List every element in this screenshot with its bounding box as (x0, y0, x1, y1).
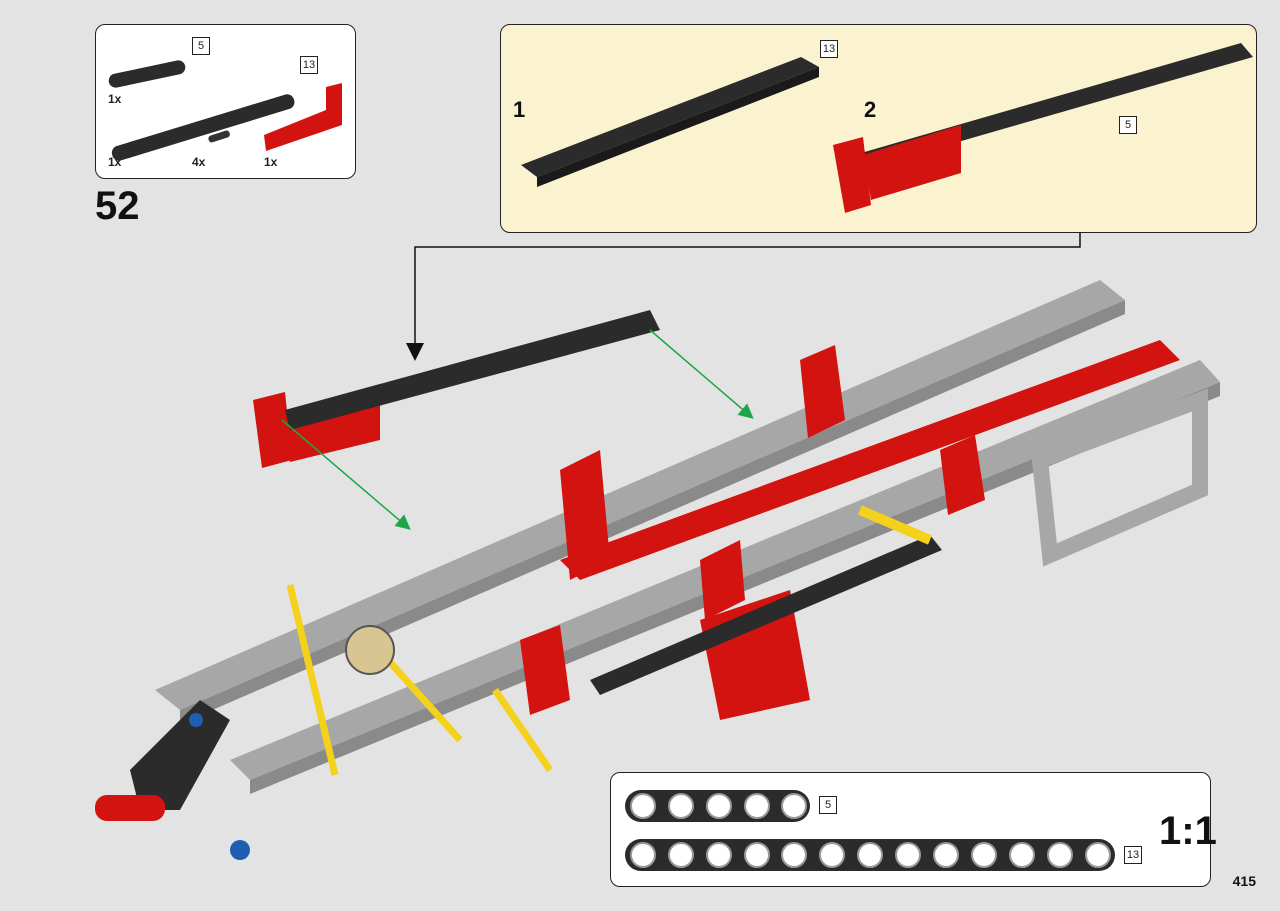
red-l-beam-quantity: 1x (264, 155, 278, 169)
placement-arrow-2 (649, 329, 754, 419)
parts-list-panel: 5 13 1x 1x 4x 1x (95, 24, 356, 179)
front-bracket (95, 700, 250, 860)
scale-beam-long-icon (625, 839, 1115, 871)
sub-assembly-panel: 1 2 13 5 (500, 24, 1257, 233)
scale-beam-long-label: 13 (1124, 846, 1142, 864)
step-number: 52 (95, 184, 140, 228)
placement-arrow-1 (281, 419, 411, 530)
chassis-red-parts (520, 340, 1180, 720)
sub-step-2-label: 2 (864, 97, 877, 122)
part-red-l-beam-icon (264, 83, 342, 151)
scale-ratio: 1:1 (1159, 809, 1217, 853)
scale-beams-art (625, 790, 1115, 871)
beam-long-length-label: 13 (300, 56, 318, 74)
new-sub-assembly (253, 310, 660, 468)
sub-step-2-callout: 5 (1119, 116, 1137, 134)
pin-quantity: 4x (192, 155, 206, 169)
beam-short-quantity: 1x (108, 92, 122, 106)
page-number: 415 (1232, 873, 1256, 889)
sub-step-2-beams-icon (833, 43, 1253, 213)
callout-line (406, 233, 1081, 361)
parts-list-art (108, 60, 342, 161)
scale-beam-short-icon (625, 790, 810, 822)
sub-assembly-art (521, 43, 1253, 213)
yellow-axles (286, 505, 932, 776)
sub-step-1-callout: 13 (820, 40, 838, 58)
scale-beam-short-label: 5 (819, 796, 837, 814)
beam-long-quantity: 1x (108, 155, 122, 169)
beam-short-length-label: 5 (192, 37, 210, 55)
rear-frame (1031, 388, 1208, 567)
part-beam-short-icon (108, 60, 186, 88)
part-beam-long-icon (111, 94, 295, 161)
gear-icon (345, 625, 395, 675)
part-connector-pin-icon (208, 130, 230, 143)
chassis-black-beam (590, 535, 942, 695)
sub-step-1-beam-icon (521, 57, 819, 187)
sub-step-1-label: 1 (513, 97, 526, 122)
scale-reference-panel: 5 13 1:1 (610, 772, 1217, 887)
